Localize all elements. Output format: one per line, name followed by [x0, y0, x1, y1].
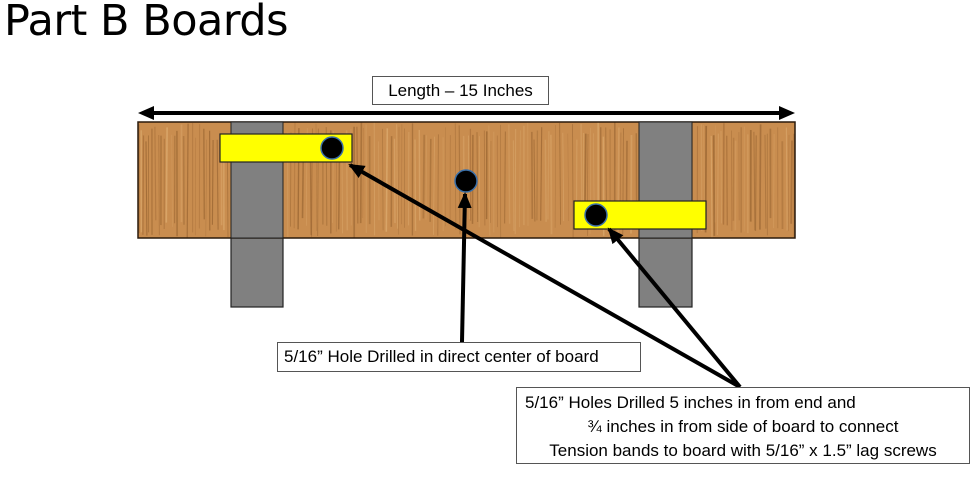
arrowhead-right-icon: [779, 106, 795, 120]
wood-grain-line: [158, 135, 160, 236]
wood-grain-line: [567, 133, 569, 222]
wood-grain-line: [753, 131, 756, 231]
wood-grain-line: [533, 139, 536, 222]
wood-grain-line: [504, 131, 506, 224]
wood-grain-line: [165, 127, 168, 223]
wood-grain-line: [154, 126, 157, 221]
center-hole: [454, 169, 478, 193]
slide-title: Part B Boards: [4, 0, 289, 46]
wood-grain-line: [544, 139, 547, 222]
wood-grain-line: [536, 130, 539, 221]
wood-grain-line: [787, 134, 790, 232]
wood-grain-line: [216, 139, 219, 230]
wood-grain-line: [211, 139, 214, 225]
wood-grain-line: [488, 125, 491, 236]
right-hole-callout-arrow: [607, 227, 742, 389]
side-holes-label-line-1: 5/16” Holes Drilled 5 inches in from end…: [525, 393, 856, 412]
wood-grain-line: [203, 128, 206, 220]
wood-grain-line: [562, 132, 565, 222]
wood-grain-line: [429, 138, 432, 222]
left-lag-screw-hole: [320, 136, 344, 160]
wood-grain-line: [572, 124, 574, 238]
wood-grain-line: [205, 139, 207, 237]
wood-grain-line: [356, 126, 359, 224]
wood-grain-line: [519, 130, 521, 228]
wood-grain-line: [716, 133, 719, 236]
wood-grain-line: [764, 134, 767, 229]
wood-grain-line: [754, 135, 757, 231]
center-hole-callout-arrow: [457, 192, 472, 343]
wood-grain-line: [382, 128, 384, 231]
wood-grain-line: [559, 122, 561, 225]
wood-grain-line: [385, 128, 389, 232]
wood-grain-line: [714, 125, 716, 223]
wood-grain-line: [712, 135, 716, 236]
side-holes-label-line-3: Tension bands to board with 5/16” x 1.5”…: [549, 441, 937, 460]
wood-grain-line: [396, 124, 399, 229]
wood-grain-line: [437, 134, 439, 236]
wood-grain-line: [540, 127, 543, 221]
wood-grain-line: [514, 129, 517, 235]
length-dimension-arrow: [138, 106, 795, 120]
wood-grain-line: [433, 136, 435, 235]
wood-grain-line: [554, 125, 556, 228]
wood-grain-line: [550, 134, 553, 235]
left-hole-callout-arrow: [348, 163, 741, 389]
arrowhead-left-icon: [138, 106, 154, 120]
length-label: Length – 15 Inches: [372, 76, 549, 105]
wood-grain-line: [171, 134, 173, 227]
wood-grain-line: [476, 132, 479, 223]
center-hole-label: 5/16” Hole Drilled in direct center of b…: [277, 342, 641, 372]
wood-grain-line: [530, 131, 534, 219]
wood-grain-line: [186, 123, 189, 238]
right-lag-screw-hole: [584, 203, 608, 227]
wood-grain-line: [422, 134, 426, 219]
wood-grain-line: [512, 140, 515, 232]
side-holes-label: 5/16” Holes Drilled 5 inches in from end…: [516, 387, 970, 464]
wood-grain-line: [393, 138, 396, 224]
wood-grain-line: [759, 124, 762, 230]
wood-grain-line: [414, 139, 417, 231]
wood-grain-line: [483, 130, 486, 226]
side-holes-label-line-2: ¾ inches in from side of board to connec…: [587, 417, 899, 436]
wood-grain-line: [547, 131, 550, 220]
wood-grain-line: [726, 135, 728, 226]
wood-grain-line: [790, 140, 793, 224]
wood-grain-line: [785, 127, 788, 231]
wood-grain-line: [142, 135, 145, 235]
wood-grain-line: [398, 126, 400, 235]
wood-grain-line: [145, 141, 148, 236]
wood-grain-line: [508, 124, 511, 224]
wood-grain-line: [710, 135, 713, 238]
